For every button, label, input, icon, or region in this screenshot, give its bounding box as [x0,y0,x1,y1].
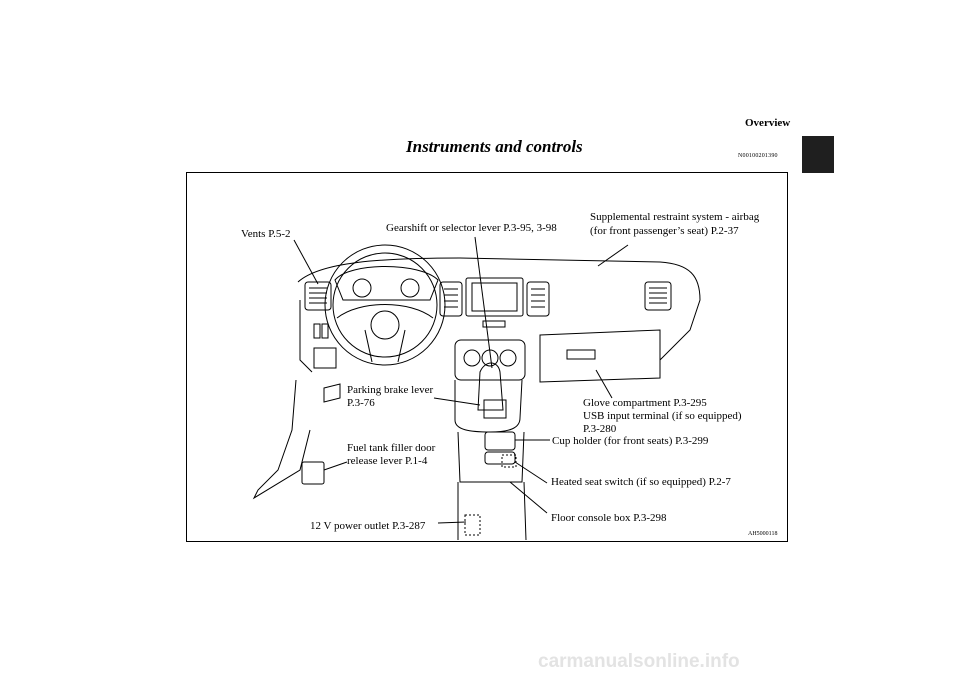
watermark: carmanualsonline.info [538,651,740,673]
power-outlet [465,515,480,535]
callout-parking-line1: Parking brake lever [347,384,433,397]
callout-gearshift: Gearshift or selector lever P.3-95, 3-98 [386,222,557,235]
glove-compartment [540,330,660,382]
callout-heated-seat: Heated seat switch (if so equipped) P.2-… [551,476,731,489]
callout-console: Floor console box P.3-298 [551,512,667,525]
callout-cupholder: Cup holder (for front seats) P.3-299 [552,435,708,448]
callout-fuel-line2: release lever P.1-4 [347,455,427,468]
steering-wheel [325,245,445,365]
heated-seat-switch [502,455,516,467]
right-vent [645,282,671,310]
gear-lever [478,363,503,410]
callout-parking-line2: P.3-76 [347,397,375,410]
parking-brake-lever [324,384,340,402]
center-vent-right [527,282,549,316]
callout-srs-line2: (for front passenger’s seat) P.2-37 [590,225,739,238]
callout-fuel-line1: Fuel tank filler door [347,442,435,455]
center-display [466,278,523,316]
callout-srs-line1: Supplemental restraint system - airbag [590,211,759,224]
callout-glove-line1: Glove compartment P.3-295 [583,397,707,410]
center-vent-left [440,282,462,316]
callout-glove-line2: USB input terminal (if so equipped) [583,410,742,423]
callout-power-outlet: 12 V power outlet P.3-287 [310,520,425,533]
figure-code: AH5000118 [748,531,777,537]
fuel-door-release-lever [302,462,324,484]
callout-vents: Vents P.5-2 [241,228,291,241]
left-vent [305,282,331,310]
floor-console-box [458,482,526,540]
cup-holder [485,432,515,450]
